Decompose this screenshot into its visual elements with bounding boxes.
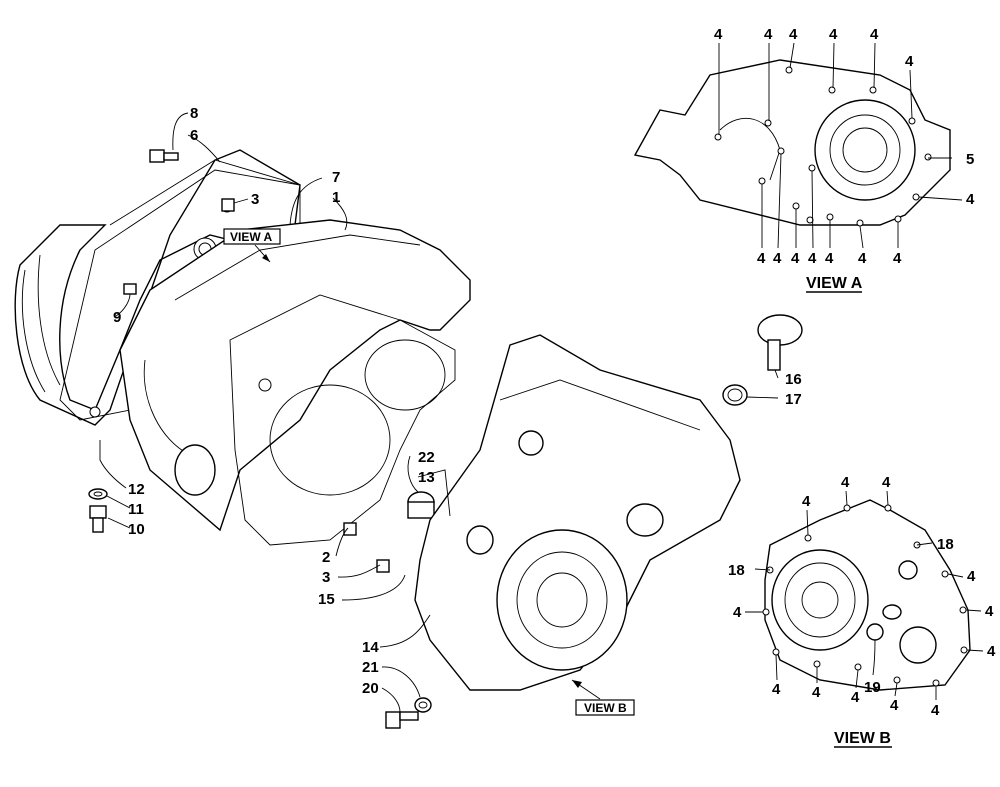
hole-callout: 4 (808, 250, 817, 267)
callout-10: 10 (128, 521, 145, 538)
callout-14: 14 (362, 639, 379, 656)
view-b-hole-leaders (745, 490, 984, 700)
inner-clutch-cover-1 (119, 219, 471, 532)
hole-callout: 4 (714, 26, 723, 43)
hole-callout: 4 (966, 191, 975, 208)
dipstick-16 (757, 314, 803, 371)
callout-8: 8 (190, 105, 198, 122)
callout-7: 7 (332, 169, 340, 186)
callout-16: 16 (785, 371, 802, 388)
magneto-cover-14 (414, 334, 741, 691)
view-a-hole-callouts: 4 4 4 4 4 4 4 4 4 4 4 4 4 4 (714, 26, 975, 267)
callout-11: 11 (128, 501, 144, 518)
callout-17: 17 (785, 391, 802, 408)
hole-callout: 4 (829, 26, 838, 43)
callout-12: 12 (128, 481, 145, 498)
hole-callout: 4 (773, 250, 782, 267)
gasket-15 (229, 294, 456, 546)
callout-13: 13 (418, 469, 435, 486)
view-a-inset (633, 59, 951, 227)
hole-callout: 4 (893, 250, 902, 267)
hole-callout: 4 (772, 681, 781, 698)
bolt-8 (149, 149, 179, 163)
view-a-tag: VIEW A (223, 228, 281, 263)
callout-21: 21 (362, 659, 379, 676)
callout-18-left: 18 (728, 562, 745, 579)
washer-11 (88, 488, 108, 500)
svg-text:VIEW A: VIEW A (230, 230, 273, 244)
callout-3-upper: 3 (251, 191, 259, 208)
hole-callout: 4 (858, 250, 867, 267)
oring-17 (722, 384, 748, 406)
callout-6: 6 (190, 127, 198, 144)
callout-22: 22 (418, 449, 435, 466)
bolt-10 (89, 505, 107, 533)
svg-text:VIEW A: VIEW A (806, 275, 863, 292)
hole-callout: 4 (870, 26, 879, 43)
hole-callout: 4 (882, 474, 891, 491)
view-b-hole-callouts: 4 4 4 4 4 4 4 4 4 4 4 4 (733, 474, 996, 719)
hole-callout: 4 (967, 568, 976, 585)
hole-callout: 4 (789, 26, 798, 43)
hole-callout: 4 (931, 702, 940, 719)
hole-callout: 4 (985, 603, 994, 620)
bolt-20 (385, 711, 419, 729)
hole-callout: 4 (905, 53, 914, 70)
callout-2: 2 (322, 549, 330, 566)
view-b-caption: VIEW B (834, 730, 892, 748)
callout-15: 15 (318, 591, 335, 608)
view-a-hole-leaders (718, 42, 963, 249)
view-b-tag: VIEW B (571, 679, 635, 716)
callout-5: 5 (966, 151, 974, 168)
hole-callout: 4 (733, 604, 742, 621)
hole-callout: 4 (757, 250, 766, 267)
svg-text:VIEW B: VIEW B (834, 730, 891, 747)
callout-18-right: 18 (937, 536, 954, 553)
hole-callout: 4 (987, 643, 996, 660)
svg-text:VIEW B: VIEW B (584, 701, 627, 715)
hole-callout: 4 (812, 684, 821, 701)
callout-1: 1 (332, 189, 340, 206)
bolt-9 (123, 283, 137, 295)
view-a-caption: VIEW A (806, 275, 863, 293)
callout-19: 19 (864, 679, 881, 696)
dowel-3-upper (221, 198, 235, 212)
hole-callout: 4 (802, 493, 811, 510)
callout-3-lower: 3 (322, 569, 330, 586)
plug-22 (407, 491, 435, 519)
hole-callout: 4 (825, 250, 834, 267)
callout-9: 9 (113, 309, 121, 326)
leader-lines (99, 112, 952, 713)
washer-21 (414, 697, 432, 713)
callout-labels: 8 6 3 7 1 9 12 11 10 22 13 2 3 15 14 21 … (113, 105, 974, 697)
hole-callout: 4 (841, 474, 850, 491)
hole-callout: 4 (764, 26, 773, 43)
view-b-inset (762, 499, 971, 691)
hole-callout: 4 (890, 697, 899, 714)
hole-callout: 4 (791, 250, 800, 267)
callout-20: 20 (362, 680, 379, 697)
dowel-3-lower (343, 522, 390, 573)
hole-callout: 4 (851, 689, 860, 706)
